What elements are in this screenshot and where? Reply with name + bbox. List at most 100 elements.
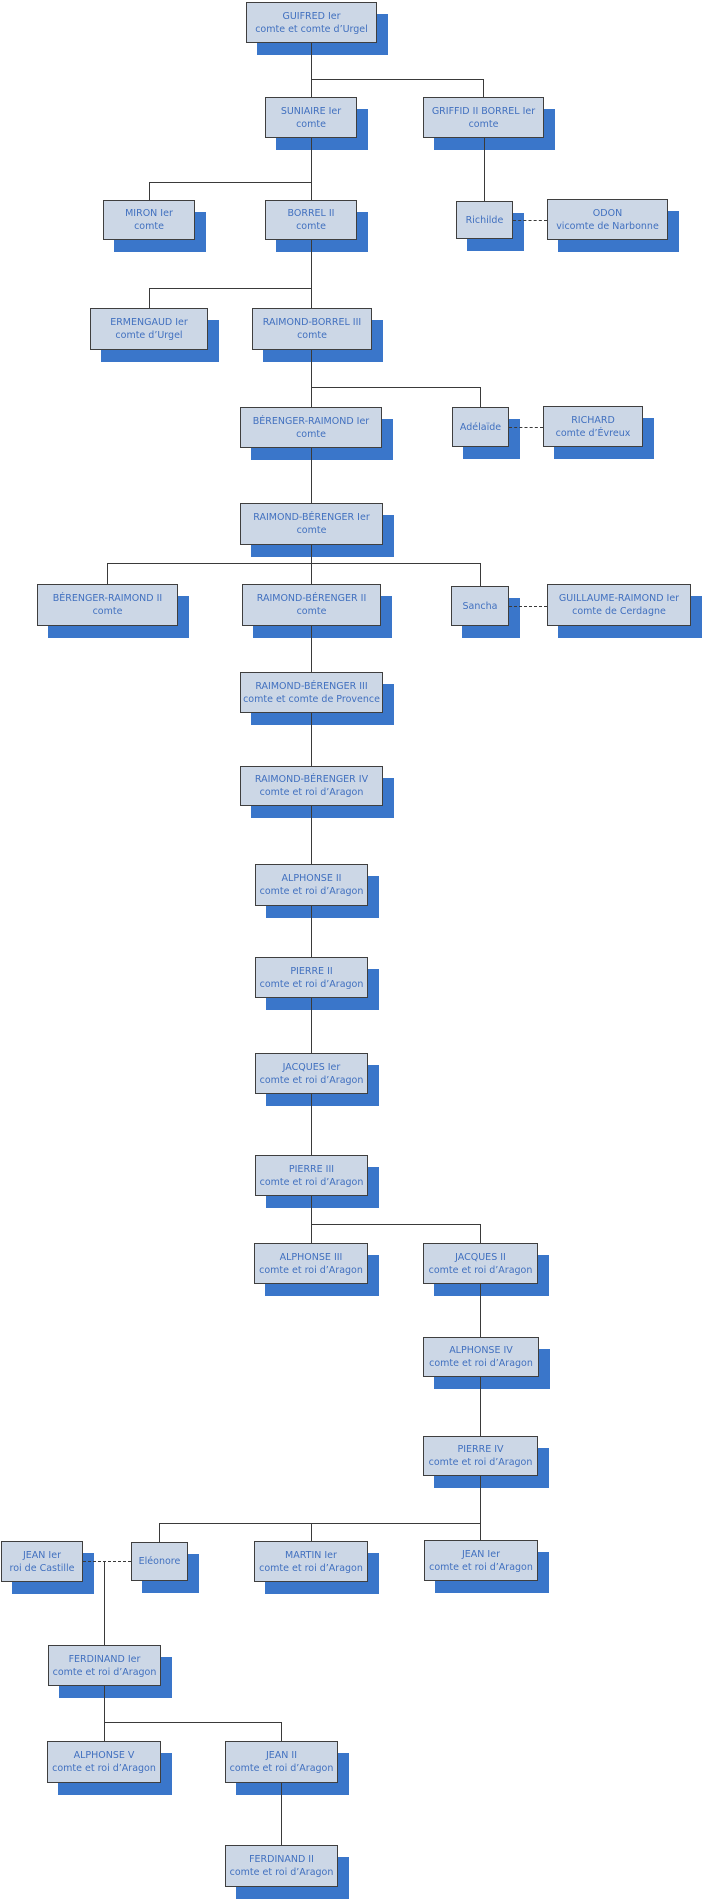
descent-connector-line (311, 545, 312, 584)
person-name: BORREL II (287, 208, 335, 219)
person-title: comte et roi d’Aragon (259, 886, 364, 897)
person-node-guillaume: GUILLAUME-RAIMOND Ier comte de Cerdagne (547, 584, 691, 626)
person-title: comte (296, 428, 326, 440)
person-name: BÉRENGER-RAIMOND II (52, 593, 163, 604)
person-title: roi de Castille (9, 1562, 75, 1574)
person-name: RICHARD (571, 414, 615, 426)
descent-connector-line (311, 1196, 312, 1243)
person-node-alphonse2: ALPHONSE II comte et roi d’Aragon (255, 864, 368, 906)
person-name: ERMENGAUD Ier (110, 317, 188, 328)
descent-connector-line (311, 806, 312, 864)
person-node-adelaide: Adélaïde (452, 407, 509, 447)
person-name: GUILLAUME-RAIMOND Ier (558, 593, 680, 604)
person-name: FERDINAND II (249, 1854, 314, 1865)
person-name: JEAN Ier (462, 1548, 500, 1560)
descent-connector-line (484, 138, 485, 201)
person-name: Sancha (462, 600, 498, 612)
person-node-ermengaud: ERMENGAUD Ier comte d’Urgel (90, 308, 208, 350)
person-name: ALPHONSE II (281, 873, 342, 884)
person-name: GRIFFID II BORREL Ier (431, 105, 536, 117)
person-title: comte et roi d’Aragon (428, 1264, 533, 1276)
person-name: RAIMOND-BÉRENGER II (256, 593, 367, 604)
descent-connector-line (104, 1561, 105, 1645)
person-name: GUIFRED Ier (282, 10, 341, 22)
person-title: comte et roi d’Aragon (229, 1867, 334, 1878)
person-title: comte et roi d’Aragon (259, 787, 364, 798)
person-node-borrel2: BORREL II comte (265, 200, 357, 240)
person-title: comte (468, 118, 499, 130)
person-title: comte et comte de Provence (243, 693, 380, 705)
person-name: ODON (592, 207, 623, 219)
marriage-link-line (509, 606, 547, 607)
person-node-richilde: Richilde (456, 201, 513, 239)
descent-connector-line (480, 1476, 481, 1540)
descent-connector-line (149, 182, 150, 200)
person-name: PIERRE IV (457, 1444, 504, 1455)
person-name: Eléonore (138, 1556, 181, 1567)
person-name: RAIMOND-BÉRENGER Ier (253, 512, 370, 523)
person-title: comte d’Urgel (115, 330, 183, 341)
person-title: comte et comte d’Urgel (255, 23, 368, 35)
person-node-raimond_berenger4: RAIMOND-BÉRENGER IV comte et roi d’Aragon (240, 766, 383, 806)
person-title: comte (296, 118, 326, 130)
person-node-miron: MIRON Ier comte (103, 200, 195, 240)
person-name: RAIMOND-BÉRENGER IV (254, 774, 369, 785)
person-name: RAIMOND-BÉRENGER III (255, 680, 368, 692)
person-node-sancha: Sancha (451, 586, 509, 626)
person-title: comte et roi d’Aragon (259, 1264, 363, 1276)
person-name: ALPHONSE III (279, 1251, 343, 1263)
person-node-ferdinand2: FERDINAND II comte et roi d’Aragon (225, 1845, 338, 1887)
person-name: RAIMOND-BORREL III (262, 317, 362, 328)
descent-connector-line (480, 1284, 481, 1337)
descent-connector-line (311, 240, 312, 308)
descent-connector-line (311, 906, 312, 957)
person-name: FERDINAND Ier (68, 1653, 141, 1665)
descent-connector-line (107, 563, 480, 564)
descent-connector-line (480, 563, 481, 586)
person-name: PIERRE III (288, 1163, 335, 1175)
person-title: comte de Cerdagne (572, 606, 666, 617)
person-title: vicomte de Narbonne (556, 220, 659, 232)
person-title: comte et roi d’Aragon (259, 1176, 364, 1188)
descent-connector-line (480, 1224, 481, 1243)
person-title: comte (296, 606, 327, 617)
descent-connector-line (311, 998, 312, 1053)
descent-connector-line (311, 138, 312, 200)
descent-connector-line (159, 1523, 160, 1542)
descent-connector-line (311, 387, 480, 388)
person-title: comte et roi d’Aragon (229, 1763, 334, 1774)
person-title: comte et roi d’Aragon (428, 1457, 533, 1468)
person-title: comte (134, 221, 164, 232)
person-name: ALPHONSE V (73, 1750, 135, 1761)
person-name: MIRON Ier (125, 208, 173, 219)
descent-connector-line (149, 288, 150, 308)
descent-connector-line (311, 713, 312, 766)
person-title: comte (296, 221, 326, 232)
descent-connector-line (311, 1523, 312, 1541)
person-name: SUNIAIRE Ier (280, 105, 342, 117)
person-name: JEAN Ier (23, 1549, 61, 1561)
descent-connector-line (281, 1783, 282, 1845)
descent-connector-line (311, 448, 312, 503)
person-node-pierre4: PIERRE IV comte et roi d’Aragon (423, 1436, 538, 1476)
descent-connector-line (281, 1722, 282, 1741)
descent-connector-line (311, 79, 483, 80)
person-title: comte et roi d’Aragon (259, 978, 364, 990)
